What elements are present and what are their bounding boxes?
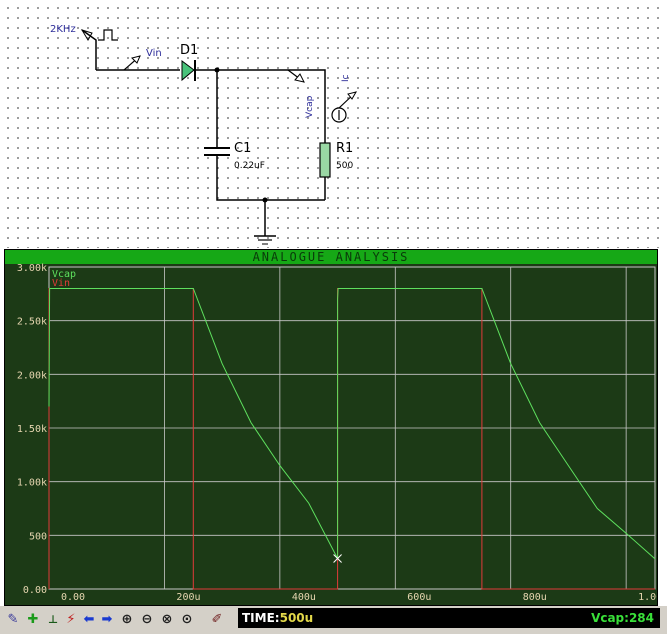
pan-right-icon[interactable]: ➡ xyxy=(101,611,113,627)
graph-title-bar[interactable] xyxy=(5,250,657,264)
wire-top xyxy=(195,69,326,143)
zoom-area-icon[interactable]: ⊗ xyxy=(161,611,173,627)
y-tick-label: 2.50k xyxy=(17,317,47,328)
schematic-canvas: 2KHz Vin D1 Vcap Ic xyxy=(50,24,358,245)
plot-canvas[interactable]: 0.00 200u 400u 600u 800u 1.00m 0.00 500 1.00k 1.5… xyxy=(5,250,657,605)
diode-ref: D1 xyxy=(180,43,198,58)
analogue-analysis-graph[interactable]: ANALOGUE ANALYSIS 0.00 200u 400u 600u 800u 1.… xyxy=(4,249,658,606)
x-tick-label: 0.00 xyxy=(61,592,85,603)
y-tick-label: 2.00k xyxy=(17,370,47,381)
cursor-mark-b xyxy=(333,554,342,563)
graph-title: ANALOGUE ANALYSIS xyxy=(252,250,410,264)
x-tick-label: 800u xyxy=(523,592,547,603)
generator-label: 2KHz xyxy=(50,24,76,35)
probe-icon[interactable]: ✐ xyxy=(211,611,223,627)
legend-entry-vcap[interactable]: Vcap xyxy=(52,269,76,280)
y-tick-label: 1.50k xyxy=(17,424,47,435)
ic-probe-icon[interactable] xyxy=(331,91,358,123)
digital-trace-icon[interactable]: ⊥ xyxy=(47,612,59,626)
capacitor-value: 0.22uF xyxy=(234,161,265,171)
vcap-probe-icon[interactable] xyxy=(287,69,305,83)
cursor xyxy=(333,554,342,563)
graph-toolbar: ✎ ✚ ⊥ ⚡ ⬅ ➡ ⊕ ⊖ ⊗ ⊙ ✐ TIME:500u Vcap:284 xyxy=(0,606,667,634)
zoom-out-icon[interactable]: ⊖ xyxy=(141,611,153,627)
status-bar: TIME:500u Vcap:284 xyxy=(238,608,660,628)
graph-edit-icon[interactable]: ✎ xyxy=(7,611,19,627)
legend-entry-vin[interactable]: Vin xyxy=(52,278,70,289)
capacitor-ref: C1 xyxy=(234,141,251,156)
series-line-vin xyxy=(48,288,655,590)
series xyxy=(48,288,656,590)
x-tick-label: 600u xyxy=(407,592,431,603)
y-tick-label: 500 xyxy=(29,531,47,542)
vcap-probe-label: Vcap xyxy=(305,95,315,118)
y-tick-label: 1.00k xyxy=(17,478,47,489)
add-trace-icon[interactable]: ✚ xyxy=(27,611,39,627)
y-tick-label: 3.00k xyxy=(17,263,47,274)
resistor-ref: R1 xyxy=(336,141,353,156)
y-tick-label: 0.00 xyxy=(23,585,47,596)
x-tick-label: 200u xyxy=(176,592,200,603)
cursor-readout: Vcap:284 xyxy=(591,611,654,625)
vin-probe-label: Vin xyxy=(146,48,162,59)
schematic-area[interactable]: 2KHz Vin D1 Vcap Ic xyxy=(0,0,667,248)
resistor-value: 500 xyxy=(336,161,353,171)
time-value: 500u xyxy=(279,611,314,625)
capacitor-c1[interactable] xyxy=(204,147,230,156)
pan-left-icon[interactable]: ⬅ xyxy=(83,611,95,627)
time-readout: TIME:500u xyxy=(242,608,313,628)
series-line-vcap xyxy=(48,288,656,560)
zoom-in-icon[interactable]: ⊕ xyxy=(121,611,133,627)
generator-symbol[interactable] xyxy=(80,29,118,70)
simulate-icon[interactable]: ⚡ xyxy=(66,611,76,627)
x-tick-label: 400u xyxy=(292,592,316,603)
ground-symbol[interactable] xyxy=(254,200,276,245)
grid xyxy=(48,266,655,590)
diode-d1[interactable] xyxy=(181,60,196,82)
axis-ticks: 0.00 200u 400u 600u 800u 1.00m 0.00 500 1.00k 1.5… xyxy=(17,263,657,603)
wire-cap-bottom xyxy=(216,156,325,201)
x-tick-label: 1.00m xyxy=(638,592,657,603)
vin-probe-icon[interactable] xyxy=(123,55,141,71)
time-label: TIME: xyxy=(242,611,280,625)
ic-probe-label: Ic xyxy=(341,74,351,82)
resistor-r1[interactable] xyxy=(319,142,331,178)
zoom-fit-icon[interactable]: ⊙ xyxy=(181,611,193,627)
